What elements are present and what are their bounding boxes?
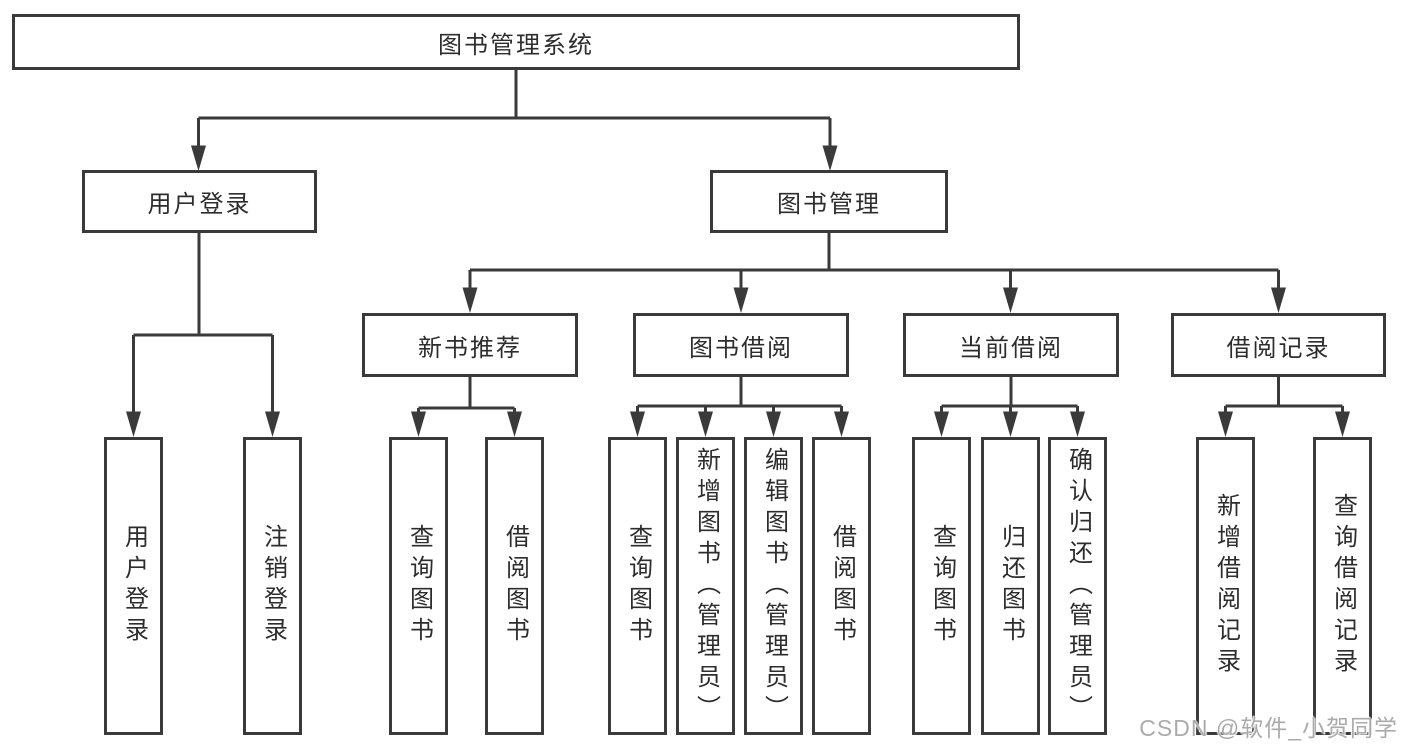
leaf-label: 确认归还（管理员） <box>1064 446 1092 726</box>
leaf-borrow-books-2: 借阅图书 <box>812 437 871 735</box>
leaf-edit-book-admin: 编辑图书（管理员） <box>744 437 803 735</box>
leaf-query-books-2: 查询图书 <box>608 437 667 735</box>
leaf-add-book-admin: 新增图书（管理员） <box>676 437 735 735</box>
leaf-query-borrow-record: 查询借阅记录 <box>1313 437 1372 735</box>
leaf-label: 用户登录 <box>120 524 148 648</box>
leaf-label: 编辑图书（管理员） <box>760 446 788 726</box>
node-new-book-recommendation: 新书推荐 <box>362 313 578 377</box>
leaf-return-books: 归还图书 <box>981 437 1040 735</box>
leaf-add-borrow-record: 新增借阅记录 <box>1196 437 1255 735</box>
leaf-label: 归还图书 <box>997 524 1025 648</box>
leaf-logout: 注销登录 <box>243 437 302 735</box>
node-current-borrowing: 当前借阅 <box>903 313 1119 377</box>
leaf-label: 查询图书 <box>928 524 956 648</box>
leaf-borrow-books: 借阅图书 <box>485 437 544 735</box>
node-user-login: 用户登录 <box>82 170 317 233</box>
leaf-label: 新增图书（管理员） <box>692 446 720 726</box>
leaf-query-books-3: 查询图书 <box>912 437 971 735</box>
leaf-query-books: 查询图书 <box>389 437 448 735</box>
leaf-label: 查询图书 <box>624 524 652 648</box>
leaf-label: 查询图书 <box>405 524 433 648</box>
watermark: CSDN @软件_小贺同学 <box>1139 715 1398 741</box>
leaf-label: 查询借阅记录 <box>1329 493 1357 679</box>
leaf-user-login: 用户登录 <box>104 437 163 735</box>
leaf-label: 注销登录 <box>259 524 287 648</box>
node-borrowing-records: 借阅记录 <box>1171 313 1386 377</box>
node-library-management-system: 图书管理系统 <box>12 14 1020 70</box>
leaf-label: 借阅图书 <box>501 524 529 648</box>
leaf-label: 新增借阅记录 <box>1212 493 1240 679</box>
leaf-label: 借阅图书 <box>828 524 856 648</box>
node-book-management: 图书管理 <box>710 170 948 233</box>
leaf-confirm-return-admin: 确认归还（管理员） <box>1048 437 1107 735</box>
node-book-borrowing: 图书借阅 <box>633 313 849 377</box>
